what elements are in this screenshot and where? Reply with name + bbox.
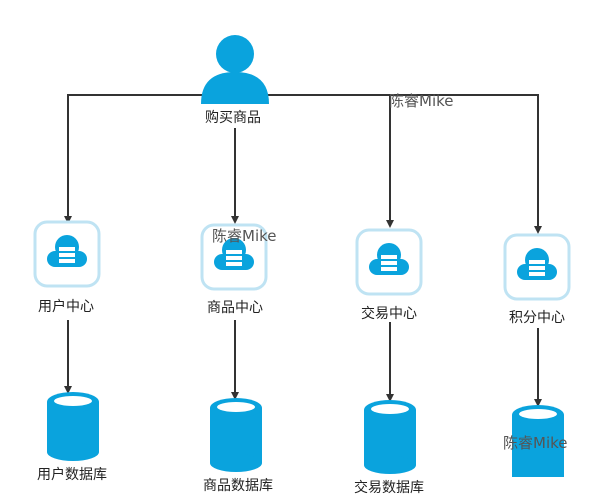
architecture-diagram: 购买商品 用户中心 商品中心 交易中心 积分中心 用户数据库 商品数据库 交易数… [33,35,571,496]
service-points-center-icon [503,233,571,301]
diagram-canvas [33,35,571,477]
watermark-2: 陈睿Mike [212,227,277,245]
connectors [64,94,542,407]
database-points-icon [512,405,564,477]
service-goods-center-icon [200,223,268,291]
user-label: 购买商品 [205,110,261,126]
service-label-goods-center: 商品中心 [207,300,263,316]
arrow-user-to-trade-center [265,94,394,228]
user-icon [201,35,269,104]
database-user-icon [47,392,99,461]
database-label-trade: 交易数据库 [354,480,424,496]
database-trade-icon [364,400,416,474]
service-label-points-center: 积分中心 [509,310,565,326]
watermark-3: 陈睿Mike [503,434,568,452]
database-label-user: 用户数据库 [37,467,107,483]
service-label-user-center: 用户中心 [38,299,94,315]
service-trade-center-icon [355,228,423,296]
service-user-center-icon [33,220,101,288]
service-label-trade-center: 交易中心 [361,306,417,322]
database-label-goods: 商品数据库 [203,478,273,494]
arrow-user-to-points-center [390,94,542,234]
arrow-user-to-user-center [64,94,202,224]
watermark-1: 陈睿Mike [389,92,454,110]
database-goods-icon [210,398,262,472]
